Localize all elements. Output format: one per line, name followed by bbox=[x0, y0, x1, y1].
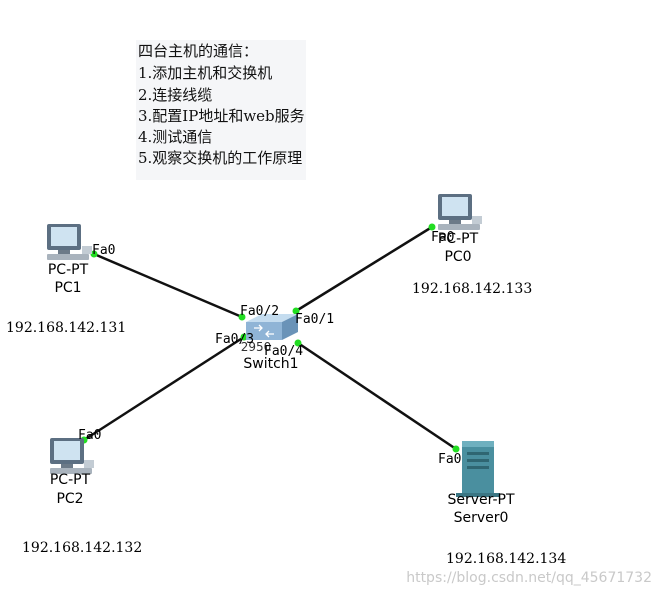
notes-step: 1.添加主机和交换机 bbox=[138, 64, 273, 82]
server0-server-icon[interactable] bbox=[456, 441, 500, 497]
switch1-switch-icon[interactable] bbox=[246, 314, 298, 340]
link-pc0-switch1[interactable] bbox=[295, 225, 433, 313]
notes-step: 5.观察交换机的工作原理 bbox=[138, 149, 303, 167]
notes-title: 四台主机的通信： bbox=[138, 42, 259, 60]
pc0-name-label: PC0 bbox=[444, 249, 472, 265]
pc1-name-label: PC1 bbox=[54, 280, 82, 296]
pc1-type-label: PC-PT bbox=[47, 262, 89, 278]
pc1-port-label: Fa0 bbox=[92, 243, 116, 258]
server0-name-label: Server0 bbox=[453, 510, 509, 526]
pc2-ip-address: 192.168.142.132 bbox=[22, 540, 143, 556]
pc2-type-label: PC-PT bbox=[49, 472, 91, 488]
switch1-model-label: 2950 bbox=[240, 340, 272, 354]
pc0-computer-icon[interactable] bbox=[438, 194, 482, 230]
switch1-port-to-pc0: Fa0/1 bbox=[295, 312, 335, 327]
notes-step: 4.测试通信 bbox=[138, 128, 213, 146]
link-status-light bbox=[294, 339, 302, 347]
link-status-light bbox=[292, 307, 300, 315]
link-status-light bbox=[238, 313, 246, 321]
watermark: https://blog.csdn.net/qq_45671732 bbox=[406, 570, 652, 586]
notes-panel bbox=[136, 40, 306, 180]
link-status-light bbox=[240, 333, 248, 341]
server0-type-label: Server-PT bbox=[447, 492, 515, 508]
switch1-port-to-pc1: Fa0/2 bbox=[240, 304, 280, 319]
pc0-type-label: PC-PT bbox=[437, 231, 479, 247]
server0-port-label: Fa0 bbox=[438, 452, 462, 467]
pc1-ip-address: 192.168.142.131 bbox=[6, 320, 127, 336]
notes-step: 2.连接线缆 bbox=[138, 86, 213, 104]
link-server0-switch1[interactable] bbox=[297, 341, 457, 451]
pc2-name-label: PC2 bbox=[56, 491, 84, 507]
link-status-light bbox=[452, 445, 460, 453]
pc0-port-label: Fa0 bbox=[431, 230, 455, 245]
link-status-light bbox=[90, 250, 98, 258]
switch1-port-to-server0: Fa0/4 bbox=[264, 344, 304, 359]
link-pc1-switch1[interactable] bbox=[93, 252, 243, 319]
pc0-ip-address: 192.168.142.133 bbox=[412, 281, 533, 297]
switch1-port-to-pc2: Fa0/3 bbox=[215, 332, 255, 347]
pc2-computer-icon[interactable] bbox=[50, 438, 94, 474]
pc1-computer-icon[interactable] bbox=[47, 224, 92, 260]
switch1-name-label: Switch1 bbox=[243, 356, 299, 372]
pc2-port-label: Fa0 bbox=[78, 428, 102, 443]
link-status-light bbox=[428, 223, 436, 231]
notes-step: 3.配置IP地址和web服务 bbox=[138, 107, 305, 125]
server0-ip-address: 192.168.142.134 bbox=[446, 551, 567, 567]
link-pc2-switch1[interactable] bbox=[83, 335, 245, 442]
